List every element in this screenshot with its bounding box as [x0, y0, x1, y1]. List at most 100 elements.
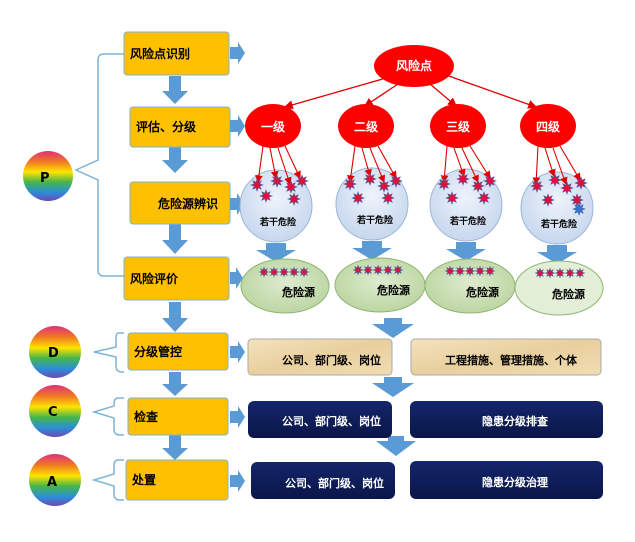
- hazard-star-icon: [483, 174, 497, 188]
- svg-text:若干危险: 若干危险: [540, 218, 578, 230]
- hazard-bubble-4: 若干危险: [520, 171, 594, 245]
- svg-text:公司、部门级、岗位: 公司、部门级、岗位: [285, 476, 384, 490]
- hazard-star-icon: [363, 172, 377, 186]
- svg-text:若干危险: 若干危险: [259, 216, 297, 228]
- hazard-star-icon: [564, 267, 576, 279]
- hazard-star-icon: [259, 189, 273, 203]
- risk-point-root: 风险点: [374, 45, 454, 87]
- svg-text:危险源: 危险源: [465, 285, 499, 299]
- pdca-d-circle: D: [29, 326, 81, 378]
- hazard-star-icon: [484, 265, 496, 277]
- control-box-right: 工程措施、管理措施、个体: [410, 338, 602, 376]
- step-graded-control: 分级管控: [127, 332, 229, 371]
- hazard-source-4: 危险源: [514, 260, 604, 316]
- hazard-star-icon: [372, 264, 384, 276]
- hazard-star-icon: [250, 178, 264, 192]
- svg-text:公司、部门级、岗位: 公司、部门级、岗位: [282, 353, 381, 367]
- level-1-oval: 一级: [245, 104, 301, 148]
- hazard-star-icon: [295, 174, 309, 188]
- hazard-stars: [250, 172, 588, 216]
- svg-text:若干危险: 若干危险: [356, 214, 394, 226]
- check-box-right: 隐患分级排查: [410, 401, 603, 438]
- svg-text:隐患分级排查: 隐患分级排查: [482, 414, 548, 428]
- step-down-arrows: [162, 76, 188, 460]
- svg-text:D: D: [48, 346, 59, 361]
- hazard-star-icon: [362, 264, 374, 276]
- hazard-star-icon: [270, 174, 284, 188]
- svg-text:公司、部门级、岗位: 公司、部门级、岗位: [282, 414, 381, 428]
- hazard-star-icon: [352, 264, 364, 276]
- step-inspection: 检查: [127, 397, 229, 436]
- root-to-level-arrows: [283, 74, 538, 110]
- svg-text:处置: 处置: [131, 472, 156, 487]
- hazard-star-icon: [343, 177, 357, 191]
- hazard-star-icon: [278, 266, 290, 278]
- svg-text:A: A: [47, 475, 57, 490]
- svg-text:分级管控: 分级管控: [134, 344, 182, 359]
- level-to-hazard-arrows: [255, 145, 581, 186]
- pdca-p-circle: P: [23, 151, 73, 201]
- hazard-star-icon: [544, 267, 556, 279]
- svg-text:危险源: 危险源: [281, 285, 315, 299]
- svg-text:工程措施、管理措施、个体: 工程措施、管理措施、个体: [445, 353, 578, 367]
- hazard-star-icon: [574, 267, 586, 279]
- svg-text:风险评价: 风险评价: [130, 271, 179, 286]
- svg-text:风险点识别: 风险点识别: [130, 46, 190, 61]
- hazard-star-icon: [464, 265, 476, 277]
- hazard-source-2: 危险源: [334, 257, 426, 313]
- bracket-check: [91, 397, 124, 436]
- bracket-do: [93, 332, 124, 373]
- svg-text:若干危险: 若干危险: [449, 215, 487, 227]
- hazard-star-icon: [548, 173, 562, 187]
- check-box-left: 公司、部门级、岗位: [248, 401, 392, 438]
- svg-text:C: C: [48, 405, 58, 420]
- hazard-star-icon: [554, 267, 566, 279]
- svg-text:危险源辨识: 危险源辨识: [157, 196, 218, 211]
- hazard-star-icon: [298, 266, 310, 278]
- hazard-star-icon: [284, 180, 298, 194]
- level-2-oval: 二级: [338, 104, 394, 148]
- bubble-to-source-arrows: [256, 241, 577, 264]
- hazard-star-icon: [477, 191, 491, 205]
- svg-text:P: P: [40, 171, 50, 186]
- pdca-a-circle: A: [29, 454, 81, 506]
- bracket-act: [91, 459, 124, 501]
- hazard-star-icon: [444, 265, 456, 277]
- level-3-oval: 三级: [430, 104, 486, 148]
- step-hazard-identify: 危险源辨识: [129, 181, 231, 225]
- hazard-star-icon: [258, 266, 270, 278]
- hazard-star-icon: [574, 176, 588, 190]
- level-4-oval: 四级: [520, 104, 576, 148]
- hazard-star-icon: [572, 202, 586, 216]
- svg-text:一级: 一级: [261, 119, 285, 134]
- bracket-plan: [74, 53, 124, 277]
- hazard-bubble-3: 若干危险: [429, 168, 503, 242]
- hazard-star-icon: [456, 172, 470, 186]
- hazard-star-icon: [287, 192, 301, 206]
- svg-text:三级: 三级: [446, 119, 470, 134]
- step-right-arrows: [230, 42, 245, 492]
- dispose-box-left: 公司、部门级、岗位: [251, 462, 395, 499]
- hazard-star-icon: [288, 266, 300, 278]
- svg-text:隐患分级治理: 隐患分级治理: [482, 475, 548, 489]
- hazard-star-icon: [377, 179, 391, 193]
- hazard-star-icon: [454, 265, 466, 277]
- step-assess-grade: 评估、分级: [129, 106, 231, 148]
- step-risk-evaluate: 风险评价: [123, 256, 230, 301]
- hazard-star-icon: [381, 191, 395, 205]
- hazard-star-icon: [382, 264, 394, 276]
- svg-text:四级: 四级: [536, 119, 560, 134]
- svg-text:危险源: 危险源: [551, 287, 585, 301]
- hazard-star-icon: [389, 174, 403, 188]
- hazard-star-icon: [534, 267, 546, 279]
- svg-text:危险源: 危险源: [376, 283, 410, 297]
- hazard-star-icon: [541, 193, 555, 207]
- svg-text:评估、分级: 评估、分级: [136, 119, 196, 134]
- source-stars: [258, 264, 586, 279]
- hazard-star-icon: [560, 181, 574, 195]
- pdca-c-circle: C: [29, 385, 81, 437]
- hazard-star-icon: [445, 191, 459, 205]
- hazard-star-icon: [471, 179, 485, 193]
- step-risk-point-identify: 风险点识别: [123, 31, 230, 76]
